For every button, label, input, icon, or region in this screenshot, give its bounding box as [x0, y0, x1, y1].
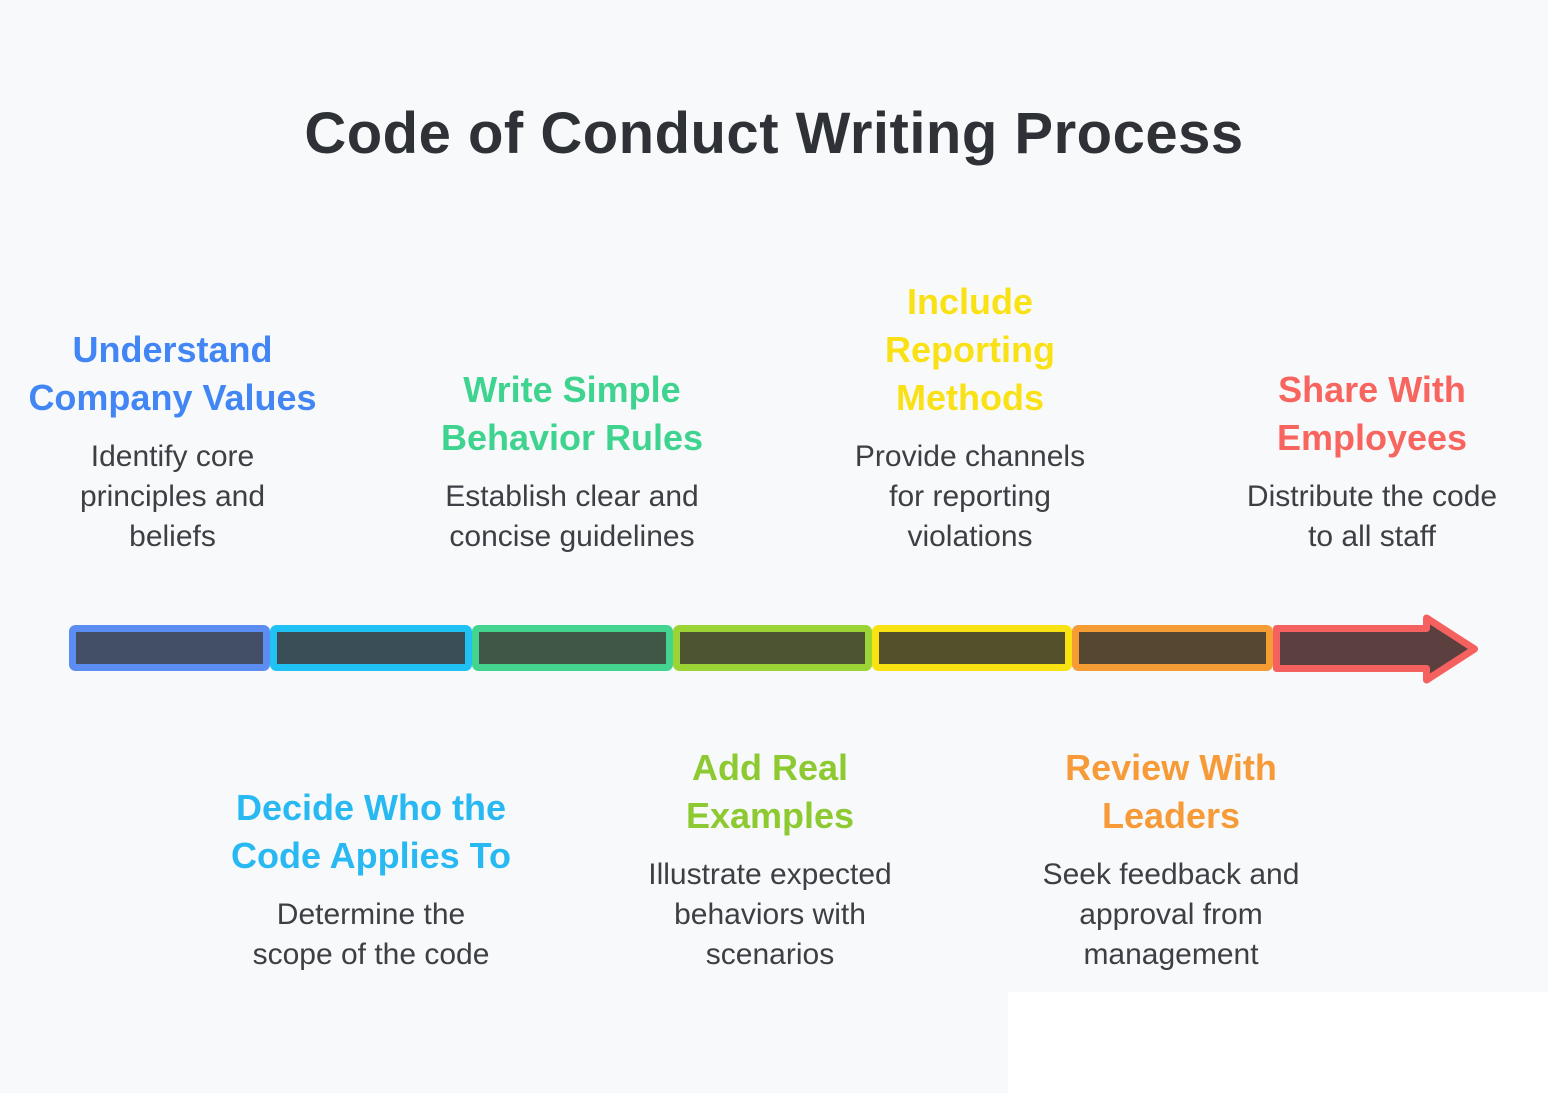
timeline-segment-4 — [673, 625, 872, 671]
page-title: Code of Conduct Writing Process — [304, 101, 1244, 166]
step-decide-who-code-applies-to: Decide Who the Code Applies To Determine… — [198, 784, 544, 975]
timeline-segment-7-arrowhead — [1273, 614, 1478, 684]
step-heading: Decide Who the Code Applies To — [230, 787, 511, 876]
step-heading: Understand Company Values — [28, 329, 317, 418]
timeline-segment-5 — [872, 625, 1072, 671]
step-description: Determine the scope of the code — [252, 898, 490, 971]
step-description: Identify core principles and beliefs — [79, 440, 266, 553]
step-description: Establish clear and concise guidelines — [445, 480, 699, 553]
step-description: Seek feedback and approval from manageme… — [1042, 858, 1300, 971]
step-include-reporting-methods: Include Reporting Methods Provide channe… — [797, 278, 1143, 557]
step-heading: Write Simple Behavior Rules — [440, 369, 704, 458]
step-heading: Review With Leaders — [1065, 747, 1277, 836]
timeline-segment-2 — [270, 625, 472, 671]
step-heading: Include Reporting Methods — [885, 281, 1055, 418]
step-description: Provide channels for reporting violation… — [854, 440, 1086, 553]
step-heading: Share With Employees — [1276, 369, 1468, 458]
timeline-segment-1 — [69, 625, 270, 671]
process-timeline-arrow — [69, 614, 1478, 684]
step-description: Distribute the code to all staff — [1246, 480, 1498, 553]
watermark-cover — [1008, 992, 1548, 1093]
step-write-simple-behavior-rules: Write Simple Behavior Rules Establish cl… — [399, 366, 745, 557]
step-review-with-leaders: Review With Leaders Seek feedback and ap… — [998, 744, 1344, 975]
step-add-real-examples: Add Real Examples Illustrate expected be… — [597, 744, 943, 975]
step-share-with-employees: Share With Employees Distribute the code… — [1199, 366, 1545, 557]
step-understand-company-values: Understand Company Values Identify core … — [0, 326, 345, 557]
timeline-segment-6 — [1072, 625, 1273, 671]
timeline-segment-3 — [472, 625, 673, 671]
step-description: Illustrate expected behaviors with scena… — [648, 858, 892, 971]
step-heading: Add Real Examples — [685, 747, 855, 836]
